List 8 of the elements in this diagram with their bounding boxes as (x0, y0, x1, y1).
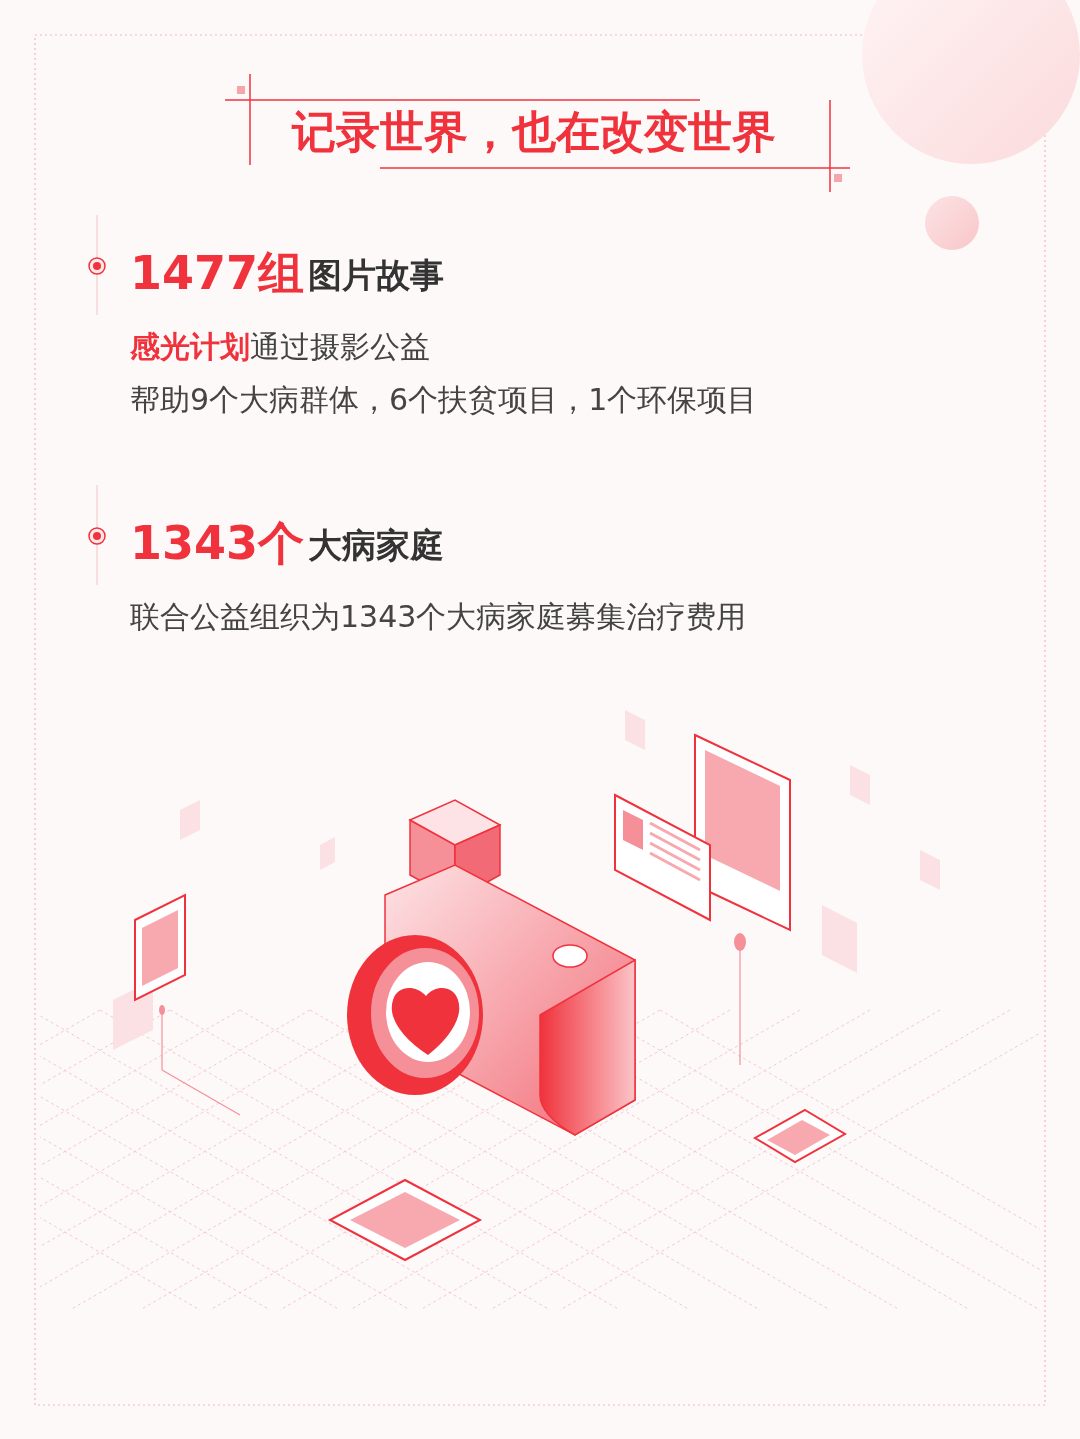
title: 记录世界，也在改变世界 (292, 110, 776, 154)
stat-number: 1477组 (130, 250, 305, 296)
body-text: 联合公益组织为1343个大病家庭募集治疗费用 (130, 602, 747, 632)
stat-number: 1343个 (130, 520, 305, 566)
body-text: 帮助9个大病群体，6个扶贫项目，1个环保项目 (130, 385, 758, 415)
stat-heading: 图片故事 (308, 258, 444, 292)
stat-heading: 大病家庭 (308, 528, 444, 562)
body-text: 感光计划通过摄影公益 (130, 332, 430, 362)
